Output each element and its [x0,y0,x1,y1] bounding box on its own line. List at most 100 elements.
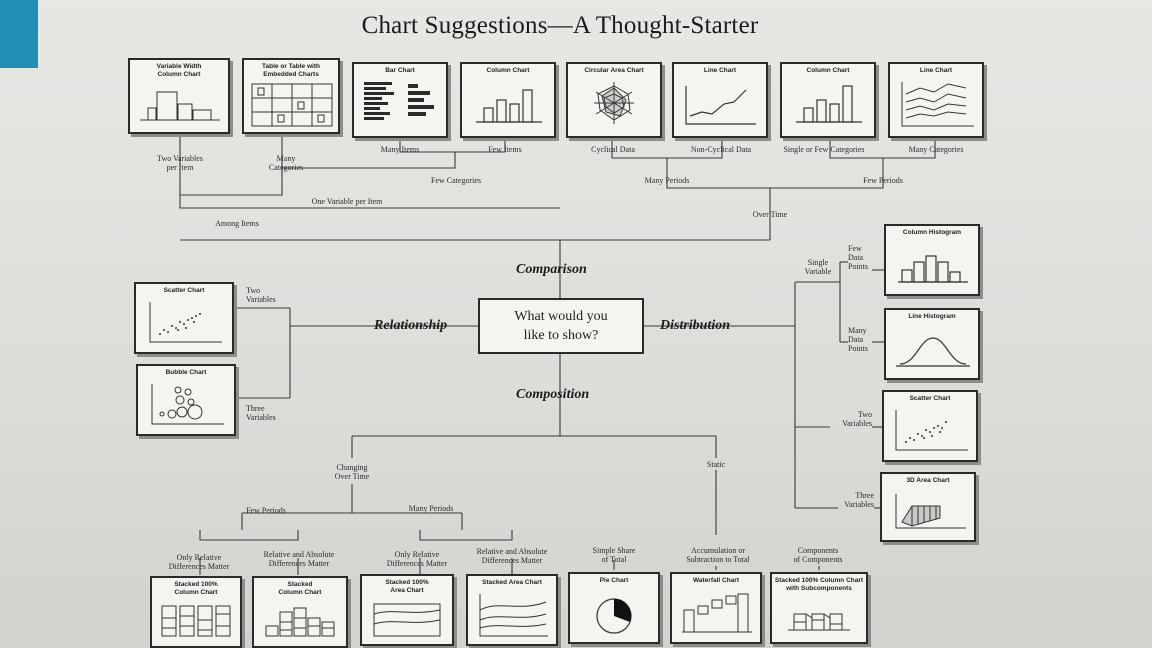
label-one-variable-per-item: One Variable per Item [311,197,383,206]
label-two-variables-rel: Two Variables [246,286,276,304]
chart-box-column-histogram: Column Histogram [884,224,980,296]
scatter-icon [895,410,968,451]
pie-chart-icon [596,598,632,634]
chart-box-line-non-cyclical: Line Chart [672,62,768,138]
category-composition: Composition [516,387,590,402]
label-three-variables-dist: Three Variables [844,491,874,509]
label-changing-over-time: Changing Over Time [334,463,370,481]
chart-box-column-few-items: Column Chart [460,62,556,138]
column-chart-icon [796,85,862,123]
chart-box-title: Column Histogram [902,229,962,236]
chart-box-column-few-periods: Column Chart [780,62,876,138]
chart-box-title: Bar Chart [385,67,415,74]
label-many-categories-right: Many Categories [908,145,964,154]
stacked-column-icon [265,607,335,637]
label-few-data-points: Few Data Points [848,244,869,271]
chart-box-line-histogram: Line Histogram [884,308,980,380]
label-three-variables-rel: Three Variables [246,404,276,422]
chart-box-title: Stacked 100% Column Chart [174,581,218,596]
chart-box-stacked-100-subcomponents: Stacked 100% Column Chart with Subcompon… [770,572,868,644]
chart-box-stacked-100-area: Stacked 100% Area Chart [360,574,454,646]
variable-width-column-icon [140,91,220,121]
chart-box-title: Line Histogram [908,313,956,320]
label-many-items: Many Items [380,145,420,154]
label-few-periods-top: Few Periods [863,176,903,185]
stacked-100-area-icon [373,603,441,637]
chart-box-title: Column Chart [486,67,530,74]
waterfall-chart-icon [682,593,752,633]
label-only-relative-few: Only Relative Differences Matter [168,553,230,571]
label-few-categories: Few Categories [431,176,481,185]
histogram-icon [898,255,968,283]
label-two-variables-dist: Two Variables [842,410,872,428]
chart-box-bar: Bar Chart [352,62,448,138]
label-relative-absolute-few: Relative and Absolute Differences Matter [263,550,335,568]
chart-box-title: Bubble Chart [165,369,207,376]
chart-box-variable-width-column: Variable Width Column Chart [128,58,230,134]
bar-chart-icon [364,82,434,120]
chart-box-title: Circular Area Chart [584,67,644,74]
category-comparison: Comparison [516,262,587,277]
scatter-icon [149,302,222,343]
label-two-variables-per-item: Two Variables per Item [157,154,203,172]
label-non-cyclical-data: Non-Cyclical Data [690,145,752,154]
page-title: Chart Suggestions—A Thought-Starter [361,12,759,39]
window-corner-tab [0,0,38,68]
label-simple-share: Simple Share of Total [592,546,636,564]
chart-box-title: Column Chart [806,67,850,74]
chart-box-title: Variable Width Column Chart [156,63,202,78]
chart-box-bubble: Bubble Chart [136,364,236,436]
chart-box-3d-area: 3D Area Chart [880,472,976,542]
stacked-100-column-icon [161,605,231,637]
bell-curve-icon [896,337,970,367]
chart-box-pie: Pie Chart [568,572,660,644]
label-single-or-few-categories: Single or Few Categories [783,145,865,154]
chart-box-title: Stacked 100% Area Chart [385,579,429,594]
label-among-items: Among Items [215,219,259,228]
label-many-periods-top: Many Periods [644,176,690,185]
label-only-relative-many: Only Relative Differences Matter [386,550,448,568]
3d-area-icon [895,494,966,529]
category-distribution: Distribution [660,318,731,333]
chart-box-title: Stacked Area Chart [482,579,542,586]
chart-box-title: Line Chart [703,67,737,74]
label-cyclical-data: Cyclical Data [591,145,635,154]
label-components-of-components: Components of Components [793,546,843,564]
label-many-periods-bottom: Many Periods [408,504,454,513]
chart-box-table-embedded: Table or Table with Embedded Charts [242,58,340,134]
multi-line-chart-icon [901,82,974,127]
stacked-subcomponents-icon [788,613,850,631]
chart-box-stacked-100-column: Stacked 100% Column Chart [150,576,242,648]
chart-box-title: Scatter Chart [909,395,951,402]
label-accumulation: Accumulation or Subtraction to Total [686,546,750,564]
chart-box-stacked-column: Stacked Column Chart [252,576,348,648]
chart-box-title: Line Chart [919,67,953,74]
label-static: Static [706,460,726,469]
center-question-box: What would you like to show? [478,298,644,354]
chart-box-scatter-distribution: Scatter Chart [882,390,978,462]
chart-box-circular-area: Circular Area Chart [566,62,662,138]
chart-box-title: Stacked Column Chart [278,581,322,596]
radar-chart-icon [594,82,634,124]
chart-box-scatter-relationship: Scatter Chart [134,282,234,354]
label-many-categories-left: Many Categories [268,154,304,172]
chart-box-title: Table or Table with Embedded Charts [262,63,320,78]
chart-box-title: Stacked 100% Column Chart with Subcompon… [774,577,864,592]
table-grid-icon [251,83,333,127]
column-chart-icon [476,89,542,123]
label-many-data-points: Many Data Points [848,326,869,353]
chart-box-title: Scatter Chart [163,287,205,294]
category-relationship: Relationship [374,318,448,333]
label-over-time: Over Time [752,210,788,219]
line-chart-icon [685,86,756,125]
chart-box-waterfall: Waterfall Chart [670,572,762,644]
chart-box-line-many-categories: Line Chart [888,62,984,138]
label-single-variable: Single Variable [804,258,832,276]
chart-box-stacked-area: Stacked Area Chart [466,574,558,646]
label-relative-absolute-many: Relative and Absolute Differences Matter [476,547,548,565]
bubble-chart-icon [151,384,224,425]
label-few-periods-bottom: Few Periods [246,506,286,515]
chart-box-title: 3D Area Chart [906,477,950,484]
stacked-area-icon [479,594,548,637]
